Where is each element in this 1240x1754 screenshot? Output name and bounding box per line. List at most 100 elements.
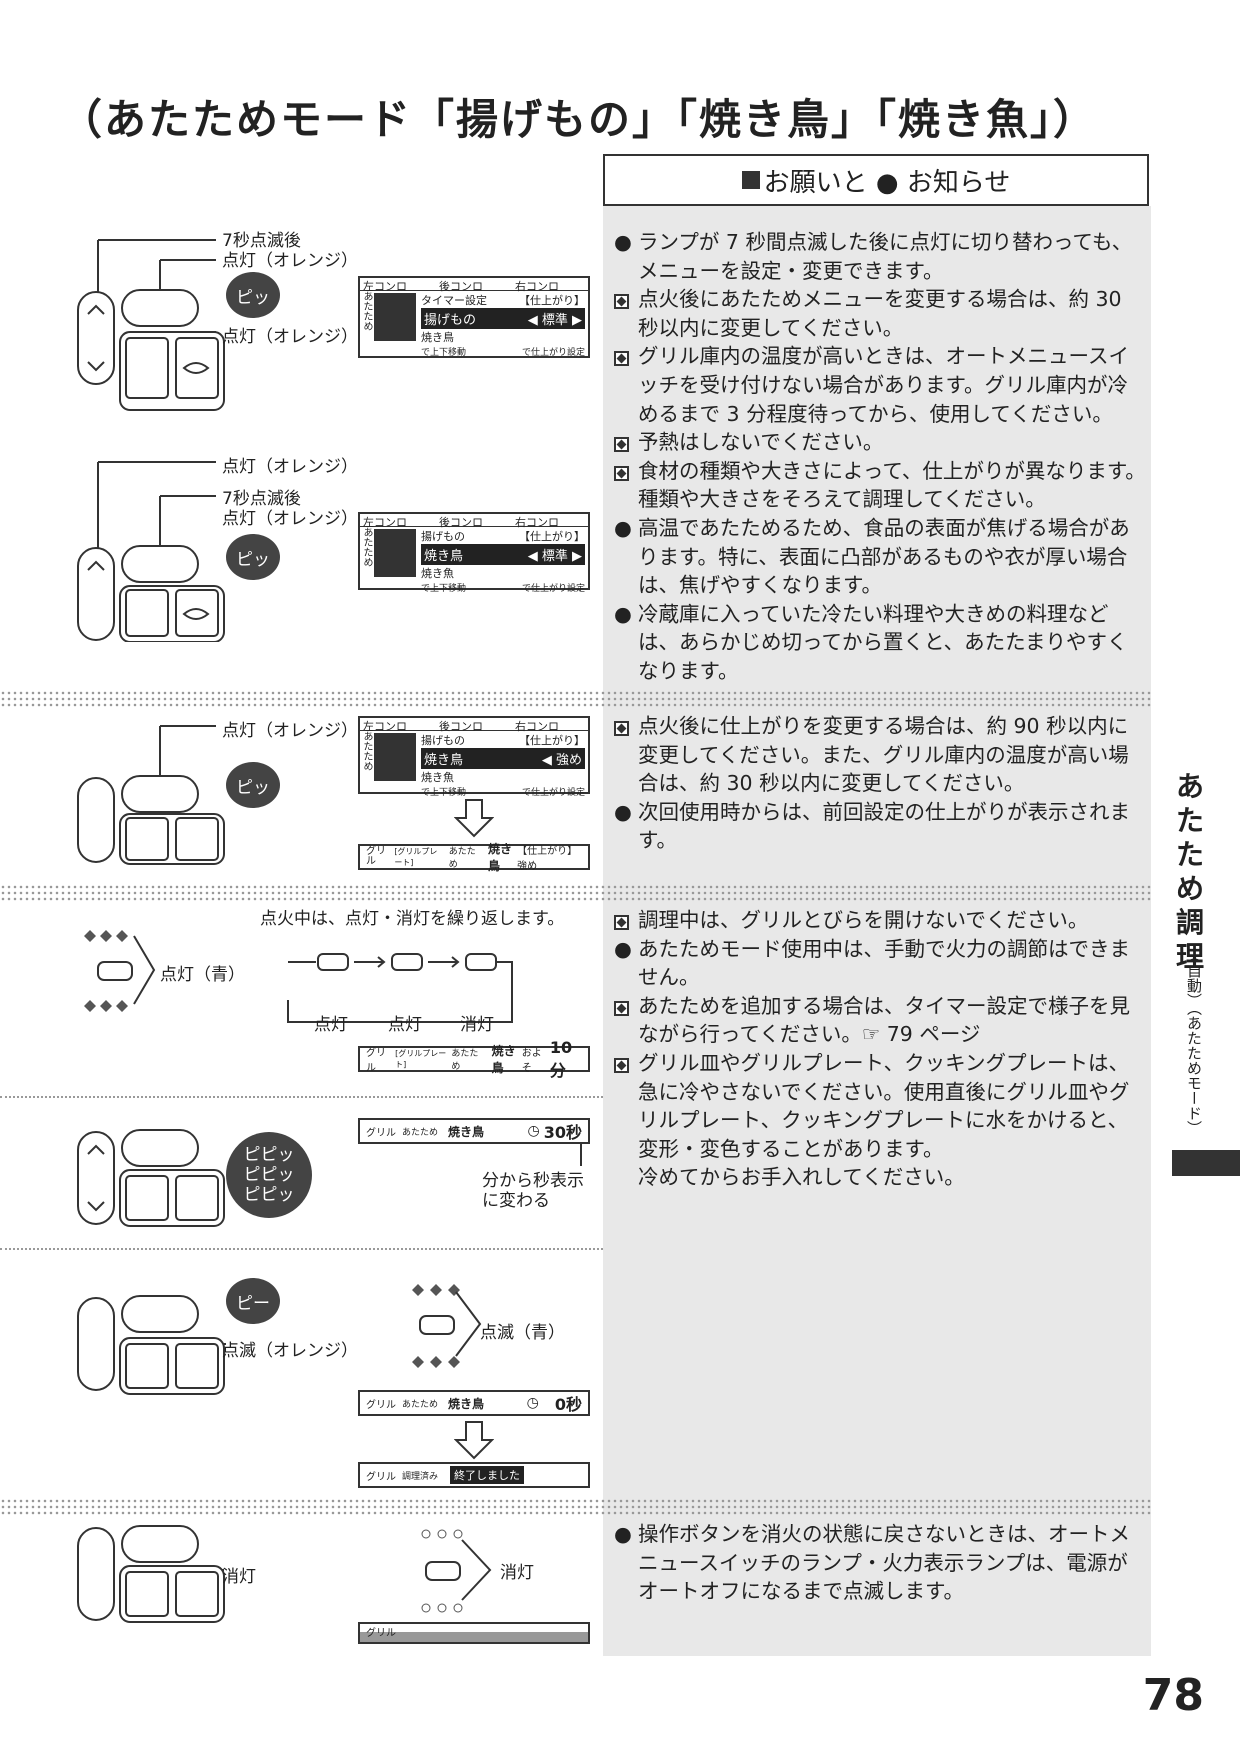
lcd-selected: 揚げもの: [424, 313, 477, 328]
section-separator: [0, 1248, 603, 1250]
lcd-line: 焼き鳥: [421, 331, 454, 344]
lcd-foot: で上下移動: [421, 584, 467, 594]
bar-grill: グリル: [366, 1399, 396, 1411]
lcd-tab: 左コンロ: [363, 720, 407, 733]
label-lit: 点灯（オレンジ）: [222, 327, 358, 347]
notice-header-text: お願いと ● お知らせ: [763, 167, 1011, 198]
note-text: 調理中は、グリルとびらを開けないでください。: [638, 908, 1089, 932]
lcd-tab: 右コンロ: [515, 516, 559, 529]
note-item: ●ランプが 7 秒間点滅した後に点灯に切り替わっても、メニューを設定・変更できま…: [612, 228, 1148, 285]
note-text: 食材の種類や大きさによって、仕上がりが異なります。種類や大きさをそろえて調理して…: [638, 458, 1146, 512]
note-item: ●操作ボタンを消火の状態に戻さないときは、オートメニュースイッチのランプ・火力表…: [612, 1520, 1148, 1606]
lcd-line: タイマー設定: [421, 294, 487, 307]
bullet-icon: ●: [614, 799, 632, 824]
lcd-side: あたため: [361, 731, 372, 771]
note-item: 予熱はしないでください。: [612, 428, 1148, 457]
lcd-status-bar: グリル あたため 焼き鳥 ◷ 30秒: [358, 1118, 590, 1144]
label-lit: 点灯（オレンジ）: [222, 509, 358, 529]
bar-grill: グリル: [366, 1628, 396, 1639]
note-item: グリル庫内の温度が高いときは、オートメニュースイッチを受け付けない場合があります…: [612, 342, 1148, 428]
beep-line: ピピッ: [243, 1165, 295, 1185]
control-panel-diagram: [77, 725, 225, 865]
callout-line: [580, 1144, 582, 1166]
lcd-foot: で仕上がり設定: [521, 348, 585, 358]
notes-group-4: ●操作ボタンを消火の状態に戻さないときは、オートメニュースイッチのランプ・火力表…: [612, 1520, 1148, 1606]
lcd-side: あたため: [361, 527, 372, 567]
bar-grill: グリル: [366, 1048, 386, 1074]
bar-icon: あたため: [451, 1049, 479, 1072]
bar-grill: グリル: [366, 846, 386, 867]
bar-icon: あたため: [448, 847, 476, 870]
bar-finish: 【仕上がり】強め: [517, 846, 578, 872]
note-item: あたためを追加する場合は、タイマー設定で様子を見ながら行ってください。☞ 79 …: [612, 992, 1148, 1049]
lcd-side: あたため: [361, 291, 372, 331]
caution-icon: [614, 1049, 629, 1078]
bar-dish: 焼き鳥: [448, 1124, 485, 1139]
down-arrow-icon: [454, 799, 494, 838]
notes-group-2: 点火後に仕上がりを変更する場合は、約 90 秒以内に変更してください。また、グリ…: [612, 712, 1148, 855]
control-panel-diagram: [77, 1525, 225, 1623]
lcd-finish: ◀ 標準 ▶: [527, 549, 582, 564]
cycle-caption: 点火中は、点灯・消灯を繰り返します。: [260, 909, 565, 929]
control-panel-diagram: [77, 1129, 225, 1227]
caution-icon: [614, 285, 629, 314]
lcd-tab: 左コンロ: [363, 516, 407, 529]
label-blink-orange: 点滅（オレンジ）: [222, 1341, 358, 1361]
note-item: グリル皿やグリルプレート、クッキングプレートは、急に冷やさないでください。使用直…: [612, 1049, 1148, 1163]
step-3: 点灯（オレンジ） ピッ 左コンロ 後コンロ 右コンロ あたため 揚げもの【仕上が…: [76, 716, 676, 876]
lcd-line: 【仕上がり】: [519, 294, 585, 307]
note-text: 予熱はしないでください。: [638, 430, 884, 455]
label-lit: 点灯（オレンジ）: [222, 457, 358, 477]
step-1: 7秒点滅後 点灯（オレンジ） 点灯（オレンジ） ピッ 左コンロ 後コンロ 右コン…: [76, 226, 676, 426]
lcd-menu-screen: 左コンロ 後コンロ 右コンロ あたため 揚げもの【仕上がり】 焼き鳥◀ 強め 焼…: [358, 716, 590, 798]
bullet-icon: ●: [614, 1522, 632, 1546]
page-title: （あたためモード「揚げもの」「焼き鳥」「焼き魚」）: [60, 95, 1098, 144]
control-panel-diagram: [77, 239, 225, 411]
cycle-state: 消灯: [460, 1015, 494, 1035]
flame-diagram: [421, 1529, 492, 1613]
chapter-subtitle: （自動）（あたためモード）: [1185, 948, 1203, 1136]
section-separator: [0, 884, 1152, 902]
lcd-status-bar: グリル あたため 焼き鳥 ◷ 0秒: [358, 1390, 590, 1416]
beep-line: ピピッ: [243, 1185, 295, 1205]
lcd-menu-screen: 左コンロ 後コンロ 右コンロ あたため 揚げもの【仕上がり】 焼き鳥◀ 標準 ▶…: [358, 512, 590, 594]
note-text: グリル庫内の温度が高いときは、オートメニュースイッチを受け付けない場合があります…: [638, 344, 1129, 426]
note-item: ●冷蔵庫に入っていた冷たい料理や大きめの料理などは、あらかじめ切ってから置くと、…: [612, 600, 1148, 686]
step-4: 点灯（青） 点火中は、点灯・消灯を繰り返します。 点灯 点灯 消灯 グリル [グ…: [76, 908, 676, 1088]
step-7: 消灯 消灯 グリル: [76, 1524, 676, 1654]
lcd-status-bar: グリル [グリルプレート] あたため 焼き鳥 【仕上がり】強め: [358, 842, 590, 873]
bar-sub: [グリルプレート]: [395, 1049, 447, 1069]
beep-bubble-triple: ピピッ ピピッ ピピッ: [226, 1132, 312, 1218]
lcd-status-bar: グリル 調理済み 終了しました: [358, 1462, 590, 1488]
chapter-tab: あたため調理: [1175, 770, 1204, 973]
note-item: 食材の種類や大きさによって、仕上がりが異なります。種類や大きさをそろえて調理して…: [612, 457, 1148, 514]
lcd-status-bar: グリル [グリルプレート] あたため 焼き鳥 およそ 10分: [358, 1038, 590, 1080]
timer-icon: ◷: [527, 1123, 540, 1139]
note-text: 冷蔵庫に入っていた冷たい料理や大きめの料理などは、あらかじめ切ってから置くと、あ…: [638, 601, 1128, 683]
beep-bubble: ピッ: [226, 534, 280, 580]
bar-finished: 終了しました: [450, 1466, 525, 1484]
flame-diagram: [84, 930, 156, 1012]
beep-bubble: ピー: [226, 1278, 280, 1324]
bar-grill: グリル: [366, 1471, 396, 1483]
bar-time: 0秒: [554, 1395, 582, 1414]
flame-diagram: [412, 1284, 482, 1368]
time-note: 分から秒表示: [482, 1171, 584, 1191]
note-item: ●あたためモード使用中は、手動で火力の調節はできません。: [612, 935, 1148, 992]
note-item: 調理中は、グリルとびらを開けないでください。: [612, 906, 1148, 935]
note-item: ●高温であたためるため、食品の表面が焦げる場合があります。特に、表面に凸部がある…: [612, 514, 1148, 600]
section-separator: [0, 690, 1152, 708]
notice-square-icon: [741, 171, 760, 189]
caution-icon: [614, 342, 629, 371]
note-text: 高温であたためるため、食品の表面が焦げる場合があります。特に、表面に凸部があるも…: [638, 515, 1130, 598]
bar-dish: 焼き鳥: [487, 842, 512, 873]
bar-icon: 調理済み: [402, 1471, 439, 1482]
label-blink-blue: 点滅（青）: [480, 1323, 565, 1343]
note-text: 点火後に仕上がりを変更する場合は、約 90 秒以内に変更してください。また、グリ…: [638, 714, 1129, 796]
label-off: 消灯: [222, 1567, 256, 1587]
control-panel-diagram: [77, 1295, 226, 1395]
note-text: ランプが 7 秒間点滅した後に点灯に切り替わっても、メニューを設定・変更できます…: [638, 230, 1133, 283]
caution-icon: [614, 712, 629, 741]
control-panel-diagram: [77, 461, 225, 642]
chapter-marker: [1172, 1150, 1240, 1176]
